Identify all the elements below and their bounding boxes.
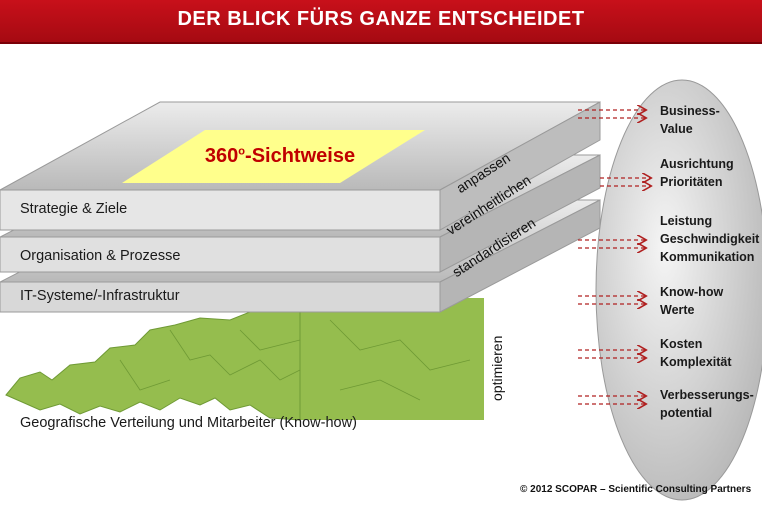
ellipse-item-verbesserung: Verbesserungs-potential [660,388,754,420]
page-title: DER BLICK FÜRS GANZE ENTSCHEIDET [177,8,585,30]
layer-label-it: IT-Systeme/-Infrastruktur [20,288,180,304]
layer-shapes [0,101,601,313]
side-label-optimieren: optimieren [489,335,505,401]
center-label: 360o-Sichtweise [204,145,356,167]
layer-label-organisation: Organisation & Prozesse [20,248,181,264]
europe-map [5,298,484,421]
layer-label-strategy: Strategie & Ziele [20,201,128,217]
map-label: Geografische Verteilung und Mitarbeiter … [20,415,357,431]
arrows [578,110,650,404]
title-banner: DER BLICK FÜRS GANZE ENTSCHEIDET [0,0,762,44]
ellipse-item-business-value: Business-Value [660,104,720,136]
copyright-footer: © 2012 SCOPAR – Scientific Consulting Pa… [520,484,752,495]
highlight-panel [122,130,425,183]
